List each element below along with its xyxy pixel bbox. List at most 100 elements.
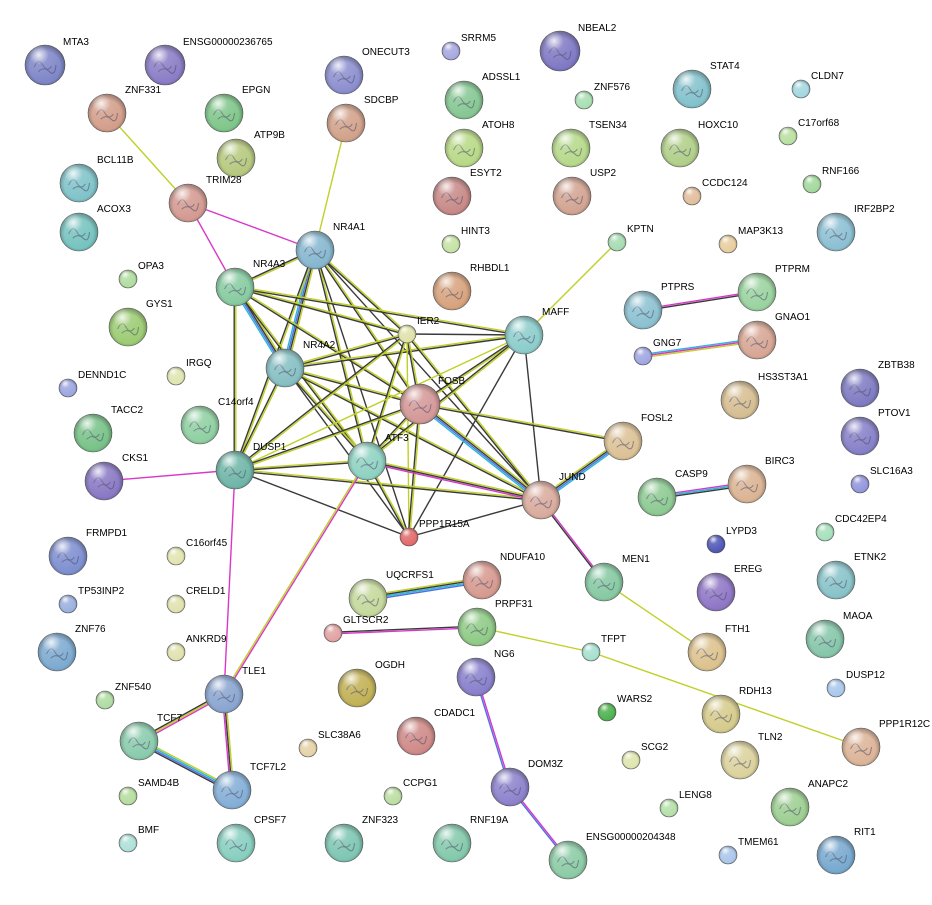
node-prpf31[interactable]: PRPF31 (457, 599, 533, 647)
node-tcf7[interactable]: TCF7 (119, 713, 182, 761)
node-rnf166[interactable]: RNF166 (802, 166, 860, 194)
node-ng6[interactable]: NG6 (456, 649, 515, 697)
node-etnk2[interactable]: ETNK2 (816, 552, 887, 600)
node-srrm5[interactable]: SRRM5 (441, 33, 496, 61)
node-tfpt[interactable]: TFPT (581, 634, 626, 662)
node-tsen34[interactable]: TSEN34 (551, 120, 627, 168)
node-samd4b[interactable]: SAMD4B (118, 778, 179, 806)
node-znf331[interactable]: ZNF331 (87, 85, 162, 133)
node-ankrd9[interactable]: ANKRD9 (166, 634, 227, 662)
node-ptprs[interactable]: PTPRS (623, 282, 695, 330)
node-tle1[interactable]: TLE1 (204, 666, 266, 714)
node-c16orf45[interactable]: C16orf45 (166, 538, 228, 566)
node-tp53inp2[interactable]: TP53INP2 (58, 586, 125, 614)
node-nr4a3[interactable]: NR4A3 (215, 259, 286, 307)
node-dusp1[interactable]: DUSP1 (215, 442, 287, 490)
node-scg2[interactable]: SCG2 (621, 742, 669, 770)
node-anapc2[interactable]: ANAPC2 (770, 779, 848, 827)
node-hoxc10[interactable]: HOXC10 (660, 120, 738, 168)
node-esyt2[interactable]: ESYT2 (432, 168, 502, 216)
node-jund[interactable]: JUND (521, 472, 586, 520)
node-atoh8[interactable]: ATOH8 (444, 120, 515, 168)
node-atf3[interactable]: ATF3 (347, 433, 409, 481)
node-wars2[interactable]: WARS2 (597, 694, 653, 722)
node-fosb[interactable]: FOSB (399, 376, 466, 425)
node-gng7[interactable]: GNG7 (633, 338, 682, 366)
node-opa3[interactable]: OPA3 (118, 261, 164, 289)
node-nr4a1[interactable]: NR4A1 (295, 222, 366, 270)
node-ccpg1[interactable]: CCPG1 (383, 778, 438, 806)
node-mta3[interactable]: MTA3 (24, 37, 89, 86)
node-birc3[interactable]: BIRC3 (727, 456, 795, 504)
node-c14orf4[interactable]: C14orf4 (180, 397, 254, 445)
node-uqcrfs1[interactable]: UQCRFS1 (348, 570, 434, 618)
node-nbeal2[interactable]: NBEAL2 (539, 23, 617, 72)
node-map3k13[interactable]: MAP3K13 (718, 226, 783, 254)
node-usp2[interactable]: USP2 (552, 168, 617, 216)
node-maoa[interactable]: MAOA (805, 611, 873, 659)
node-onecut3[interactable]: ONECUT3 (324, 47, 410, 95)
node-atp9b[interactable]: ATP9B (216, 130, 285, 178)
node-nr4a2[interactable]: NR4A2 (265, 340, 336, 388)
node-ppp1r15a[interactable]: PPP1R15A (399, 519, 470, 547)
node-ogdh[interactable]: OGDH (337, 660, 405, 708)
node-rdh13[interactable]: RDH13 (701, 686, 772, 734)
node-dennd1c[interactable]: DENND1C (58, 370, 126, 398)
node-fosl2[interactable]: FOSL2 (603, 413, 673, 461)
node-tacc2[interactable]: TACC2 (73, 405, 143, 453)
node-creld1[interactable]: CRELD1 (166, 586, 226, 614)
node-ensg00000204348[interactable]: ENSG00000204348 (548, 832, 676, 880)
node-dusp12[interactable]: DUSP12 (826, 670, 885, 698)
node-ptprm[interactable]: PTPRM (737, 264, 810, 312)
node-ppp1r12c[interactable]: PPP1R12C (841, 719, 930, 767)
node-cks1[interactable]: CKS1 (84, 453, 149, 501)
node-frmpd1[interactable]: FRMPD1 (48, 528, 128, 576)
node-ndufa10[interactable]: NDUFA10 (462, 552, 545, 600)
node-zbtb38[interactable]: ZBTB38 (840, 360, 915, 408)
node-irf2bp2[interactable]: IRF2BP2 (816, 204, 895, 252)
node-leng8[interactable]: LENG8 (659, 790, 712, 818)
node-men1[interactable]: MEN1 (584, 554, 650, 602)
node-irgq[interactable]: IRGQ (166, 358, 212, 386)
node-tcf7l2[interactable]: TCF7L2 (212, 762, 287, 810)
node-rhbdl1[interactable]: RHBDL1 (432, 263, 510, 311)
node-hs3st3a1[interactable]: HS3ST3A1 (720, 372, 808, 420)
node-gnao1[interactable]: GNAO1 (737, 312, 810, 360)
node-sdcbp[interactable]: SDCBP (326, 95, 399, 143)
node-fth1[interactable]: FTH1 (687, 624, 750, 672)
node-ier2[interactable]: IER2 (397, 316, 440, 344)
node-acox3[interactable]: ACOX3 (59, 204, 131, 252)
node-cdc42ep4[interactable]: CDC42EP4 (815, 514, 887, 542)
node-rnf19a[interactable]: RNF19A (432, 815, 509, 863)
node-znf76[interactable]: ZNF76 (37, 624, 106, 672)
node-slc16a3[interactable]: SLC16A3 (850, 466, 913, 494)
node-maff[interactable]: MAFF (504, 307, 569, 355)
node-slc38a6[interactable]: SLC38A6 (298, 730, 361, 758)
node-cldn7[interactable]: CLDN7 (791, 71, 844, 99)
node-kptn[interactable]: KPTN (607, 224, 654, 252)
node-ensg00000236765[interactable]: ENSG00000236765 (144, 37, 273, 86)
node-ccdc124[interactable]: CCDC124 (682, 178, 748, 206)
node-znf540[interactable]: ZNF540 (95, 682, 152, 710)
node-epgn[interactable]: EPGN (204, 85, 270, 133)
node-ptov1[interactable]: PTOV1 (840, 408, 911, 456)
node-gys1[interactable]: GYS1 (108, 299, 173, 347)
node-adssl1[interactable]: ADSSL1 (444, 72, 521, 120)
node-ereg[interactable]: EREG (696, 564, 763, 612)
node-stat4[interactable]: STAT4 (672, 61, 740, 109)
node-znf576[interactable]: ZNF576 (574, 82, 631, 110)
node-cdadc1[interactable]: CDADC1 (396, 708, 476, 756)
node-c17orf68[interactable]: C17orf68 (778, 118, 840, 146)
node-rit1[interactable]: RIT1 (816, 827, 876, 875)
node-trim28[interactable]: TRIM28 (168, 175, 242, 223)
node-tln2[interactable]: TLN2 (720, 732, 783, 780)
node-bcl11b[interactable]: BCL11B (59, 155, 134, 203)
node-cpsf7[interactable]: CPSF7 (216, 815, 287, 863)
node-casp9[interactable]: CASP9 (637, 469, 708, 517)
node-tmem61[interactable]: TMEM61 (718, 837, 779, 865)
node-gltscr2[interactable]: GLTSCR2 (323, 615, 389, 643)
node-lypd3[interactable]: LYPD3 (706, 526, 757, 554)
node-znf323[interactable]: ZNF323 (324, 815, 399, 863)
node-dom3z[interactable]: DOM3Z (490, 759, 563, 807)
node-bmf[interactable]: BMF (118, 825, 159, 853)
